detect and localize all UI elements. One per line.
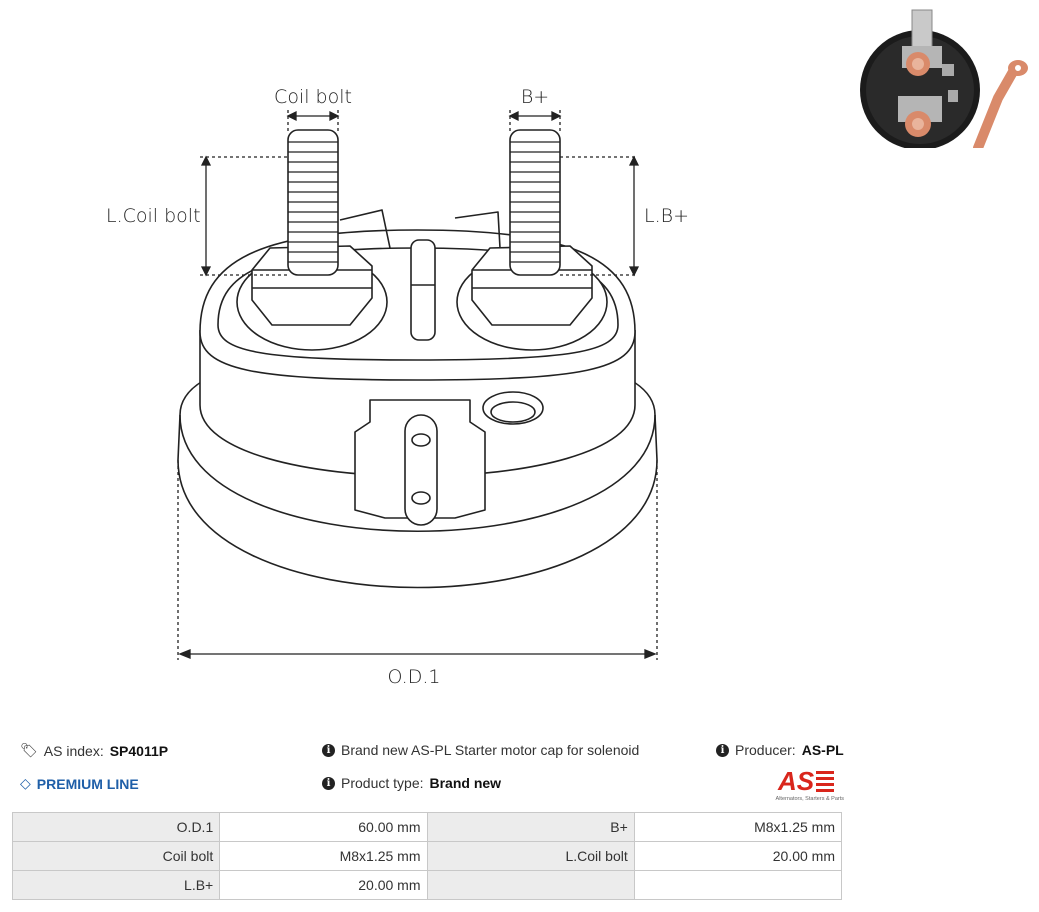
tag-icon: 🏷 [20, 742, 38, 758]
spec-label: O.D.1 [11, 812, 221, 842]
info-icon: i [322, 776, 335, 790]
b-plus-label: B+ [521, 86, 549, 108]
spec-value [633, 870, 843, 900]
table-row: L.B+ 20.00 mm [11, 870, 843, 900]
as-index: 🏷 AS index: SP4011P [20, 742, 168, 759]
spec-label: B+ [426, 812, 635, 842]
premium-line[interactable]: ◇ PREMIUM LINE [20, 775, 139, 792]
description: i Brand new AS-PL Starter motor cap for … [322, 742, 639, 758]
technical-drawing: Coil bolt B+ L.Coil bolt L.B+ O.D.1 [106, 86, 689, 688]
as-index-value: SP4011P [109, 742, 169, 759]
spec-value: 60.00 mm [219, 812, 428, 842]
spec-label: L.B+ [11, 870, 221, 900]
logo-text: AS [777, 766, 815, 796]
product-type: i Product type: Brand new [322, 775, 501, 791]
od1-label: O.D.1 [388, 666, 441, 688]
info-icon: i [716, 743, 729, 757]
l-b-plus-label: L.B+ [644, 205, 689, 227]
spec-value: M8x1.25 mm [633, 812, 843, 842]
spec-label: Coil bolt [11, 841, 221, 871]
spec-value: 20.00 mm [633, 841, 843, 871]
spec-label [426, 870, 635, 900]
product-photo[interactable] [858, 8, 1034, 148]
spec-value: M8x1.25 mm [219, 841, 428, 871]
logo-tagline: Alternators, Starters & Parts [776, 796, 845, 802]
producer-value: AS-PL [801, 742, 844, 758]
table-row: O.D.1 60.00 mm B+ M8x1.25 mm [11, 812, 843, 842]
spec-label: L.Coil bolt [426, 841, 635, 871]
specs-table: O.D.1 60.00 mm B+ M8x1.25 mm Coil bolt M… [11, 812, 843, 900]
producer-label: Producer: [735, 742, 796, 758]
description-text: Brand new AS-PL Starter motor cap for so… [341, 742, 640, 758]
coil-bolt-label: Coil bolt [274, 86, 352, 108]
product-type-label: Product type: [341, 775, 424, 791]
premium-line-label: PREMIUM LINE [36, 775, 139, 792]
info-icon: i [322, 743, 335, 757]
diamond-icon: ◇ [20, 775, 31, 791]
spec-value: 20.00 mm [219, 870, 428, 900]
as-index-label: AS index: [43, 742, 104, 759]
as-pl-logo: AS Alternators, Starters & Parts [776, 766, 845, 802]
producer: i Producer: AS-PL [716, 742, 844, 758]
product-type-value: Brand new [429, 775, 502, 791]
table-row: Coil bolt M8x1.25 mm L.Coil bolt 20.00 m… [11, 841, 843, 871]
l-coil-bolt-label: L.Coil bolt [106, 205, 201, 227]
